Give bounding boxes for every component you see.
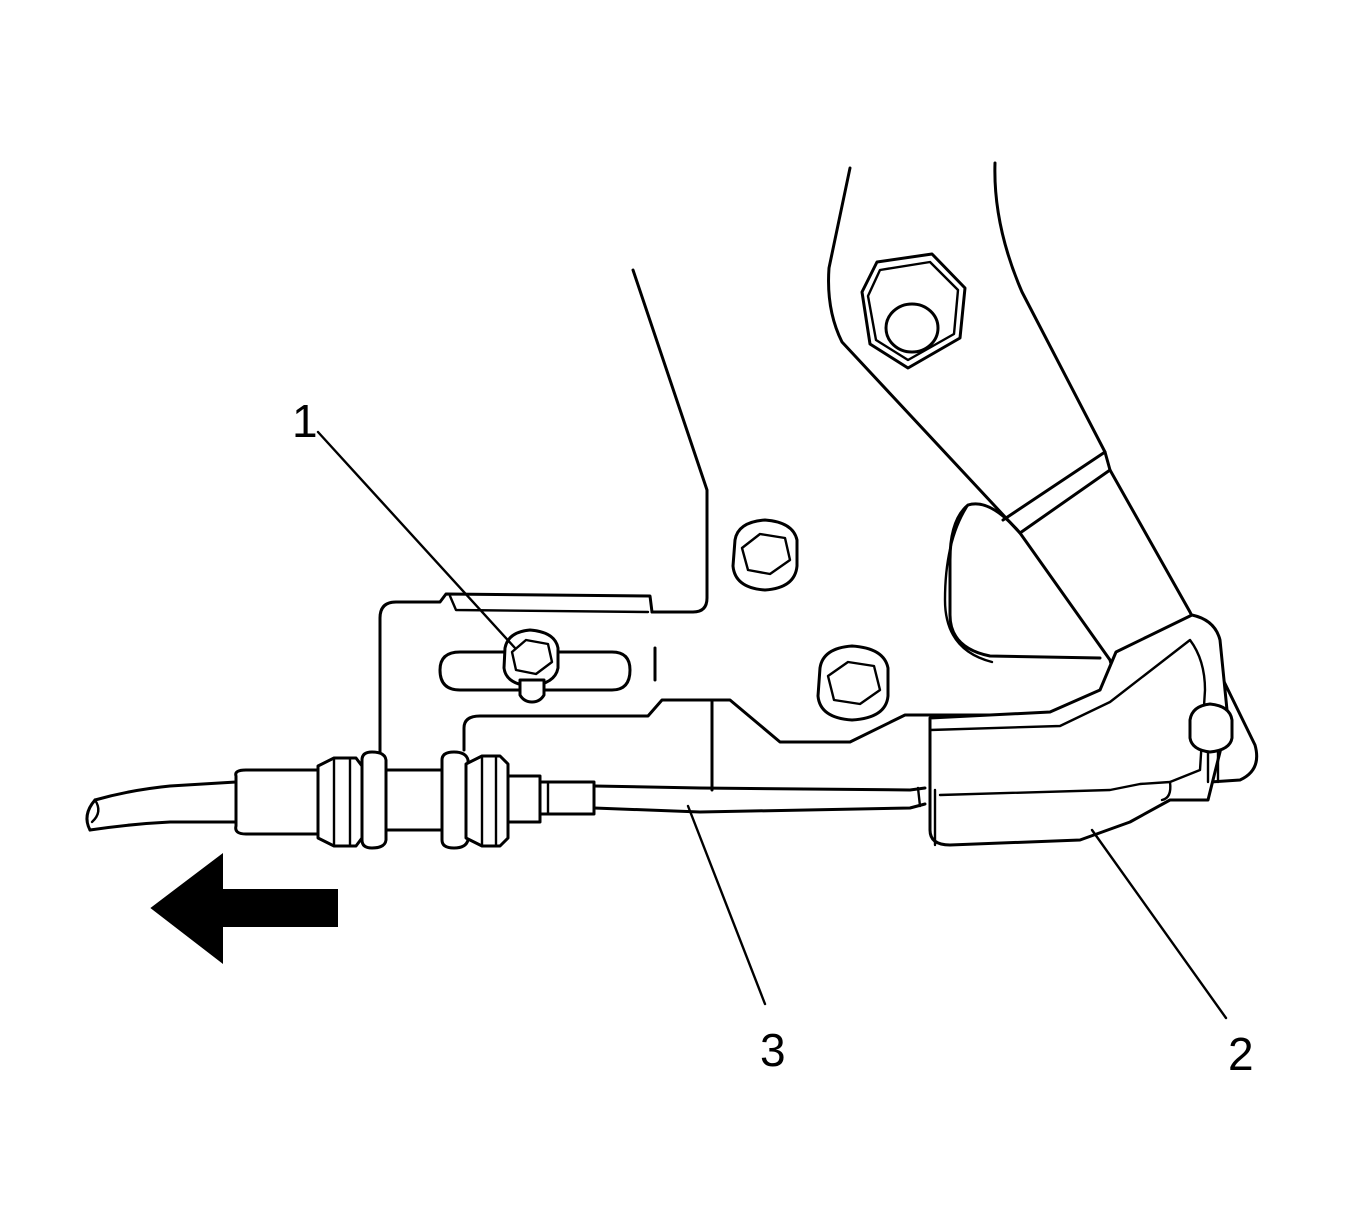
adjuster-nut: [502, 628, 560, 704]
cable-housing: [85, 750, 596, 850]
guide-bracket-bolt: [1188, 702, 1234, 784]
frame-edge-line: [631, 268, 709, 614]
mounting-bracket: [378, 592, 1102, 792]
adjuster-slot: [438, 650, 632, 692]
arrow-left-icon: [150, 852, 338, 965]
bracket-bolt-upper: [731, 518, 799, 592]
callout-leader-1: [316, 430, 517, 650]
callout-leader-3: [686, 804, 767, 1006]
callout-label-1: 1: [292, 395, 318, 447]
bracket-bolt-lower: [816, 644, 890, 722]
callout-leader-2: [1090, 828, 1228, 1020]
callout-label-2: 2: [1228, 1028, 1254, 1080]
brake-cable: [592, 784, 927, 814]
callout-label-3: 3: [760, 1024, 786, 1076]
pivot-bolt: [860, 252, 967, 370]
cable-guide-bracket: [928, 613, 1230, 847]
pedal-arm: [827, 161, 1259, 784]
